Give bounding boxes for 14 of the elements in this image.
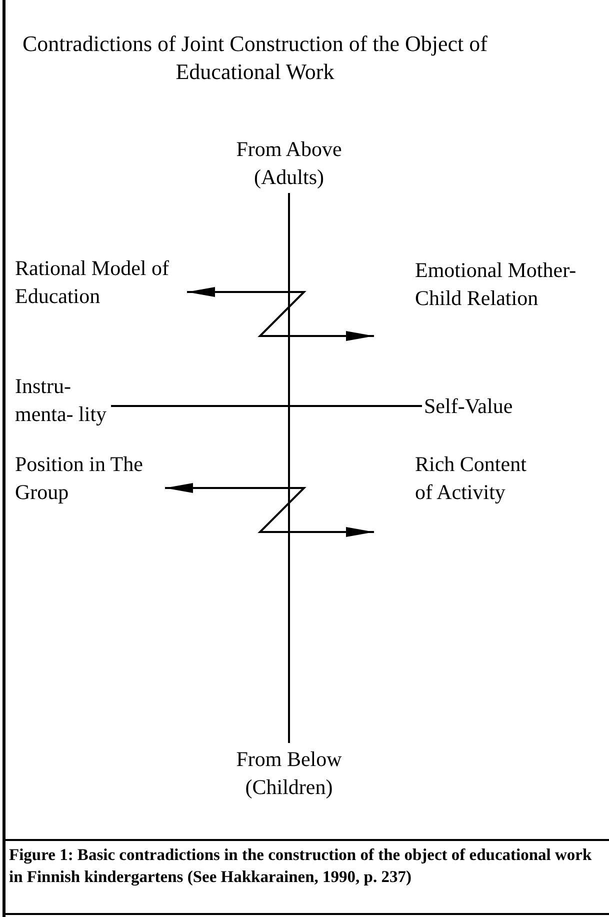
node-label: Rich Content of Activity bbox=[415, 451, 528, 506]
node-label: Instru- menta- lity bbox=[15, 373, 108, 428]
arrow bbox=[187, 287, 374, 341]
figure-caption: Figure 1: Basic contradictions in the construction of the object of educational work in Finnish kindergartens (See Hakkarainen, 1990, p. 237) bbox=[9, 844, 593, 888]
node-label: Position in The Group bbox=[15, 451, 144, 506]
node-label: Rational Model of Education bbox=[15, 255, 170, 310]
node-label: From Below (Children) bbox=[235, 746, 343, 801]
node-label: Self-Value bbox=[424, 393, 513, 420]
diagram-title: Contradictions of Joint Construction of the Object of Educational Work bbox=[22, 30, 488, 86]
arrow bbox=[165, 483, 374, 537]
node-label: From Above (Adults) bbox=[235, 136, 343, 191]
connector-line bbox=[288, 193, 290, 743]
connector-line bbox=[111, 405, 422, 407]
node-label: Emotional Mother-Child Relation bbox=[415, 257, 578, 312]
